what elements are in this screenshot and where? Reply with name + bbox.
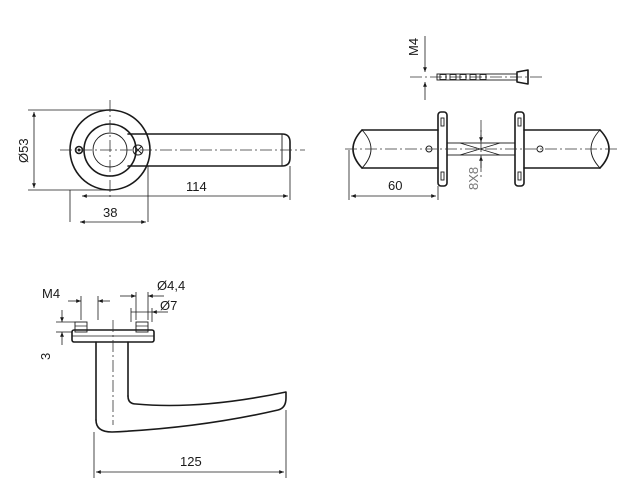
top-lever-arm — [95, 391, 287, 433]
top-view: M4 Ø4,4 Ø7 3 125 — [38, 278, 287, 478]
side-view: 60 8X8 M4 — [345, 36, 620, 200]
dim-diameter-53: Ø53 — [16, 138, 31, 163]
dim-length-114: 114 — [186, 179, 207, 194]
dim-diameter-7: Ø7 — [160, 298, 177, 313]
dim-length-38: 38 — [103, 205, 117, 220]
dim-spindle-8x8: 8X8 — [466, 167, 481, 190]
side-left-lever — [361, 129, 439, 169]
dim-m4-stud: M4 — [42, 286, 60, 301]
side-right-lever — [523, 129, 601, 169]
dim-diameter-4-4: Ø4,4 — [157, 278, 185, 293]
front-view: Ø53 114 38 — [16, 100, 305, 224]
dim-m4-screw: M4 — [406, 38, 421, 56]
dim-length-125: 125 — [180, 454, 202, 469]
m4-screw: M4 — [406, 36, 545, 100]
dim-height-3: 3 — [38, 353, 53, 360]
dim-length-60: 60 — [388, 178, 402, 193]
